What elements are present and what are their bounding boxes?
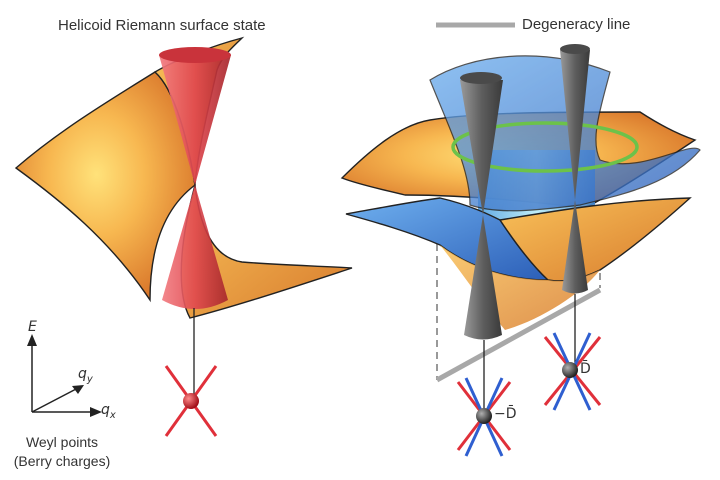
left-helicoid-surface xyxy=(14,36,353,437)
right-orange-surface-lower xyxy=(498,197,692,282)
axis-qx-subscript: x xyxy=(109,409,116,421)
weyl-points-caption: Weyl points (Berry charges) xyxy=(0,433,124,471)
grey-cone-right-lower xyxy=(562,200,588,294)
axis-qx-label: qx xyxy=(101,402,116,421)
axis-e-arrow xyxy=(27,334,37,346)
axis-qy-text: q xyxy=(78,366,87,382)
caption-line-2: (Berry charges) xyxy=(13,453,111,469)
axis-qy-arrow xyxy=(72,385,84,394)
right-orange-surface-skirt xyxy=(440,245,600,330)
grey-cone-right-rim xyxy=(560,44,590,54)
axis-e-label: E xyxy=(28,319,37,335)
axis-e-text: E xyxy=(28,319,37,335)
grey-cone-left-lower xyxy=(464,215,502,340)
left-red-cone-lower xyxy=(162,185,228,309)
coordinate-axes xyxy=(27,334,102,417)
left-red-cone-top-rim xyxy=(159,47,231,63)
grey-cone-left-upper xyxy=(460,80,503,215)
left-red-cone-upper xyxy=(159,55,231,185)
left-panel-title: Helicoid Riemann surface state xyxy=(58,17,266,34)
left-helicoid-wing-left xyxy=(14,71,196,303)
grey-cone-right-upper xyxy=(560,50,590,200)
degeneracy-line xyxy=(435,287,602,383)
weyl-point-pos xyxy=(562,362,578,378)
right-degeneracy-panel xyxy=(340,22,701,457)
axis-qx-arrow xyxy=(90,407,102,417)
axis-qy-subscript: y xyxy=(86,373,93,385)
left-weyl-point xyxy=(183,393,199,409)
degeneracy-legend-label: Degeneracy line xyxy=(522,16,631,33)
axis-qy-line xyxy=(31,387,79,413)
degeneracy-green-ring xyxy=(451,121,639,173)
axis-qx-text: q xyxy=(101,402,110,418)
point-label-pos-d: D̄ xyxy=(580,361,591,377)
grey-cone-left-rim xyxy=(460,72,502,84)
caption-line-1: Weyl points xyxy=(25,434,99,450)
point-label-neg-d: −D̄ xyxy=(494,406,517,422)
axis-qy-label: qy xyxy=(78,366,93,385)
weyl-point-neg xyxy=(476,408,492,424)
